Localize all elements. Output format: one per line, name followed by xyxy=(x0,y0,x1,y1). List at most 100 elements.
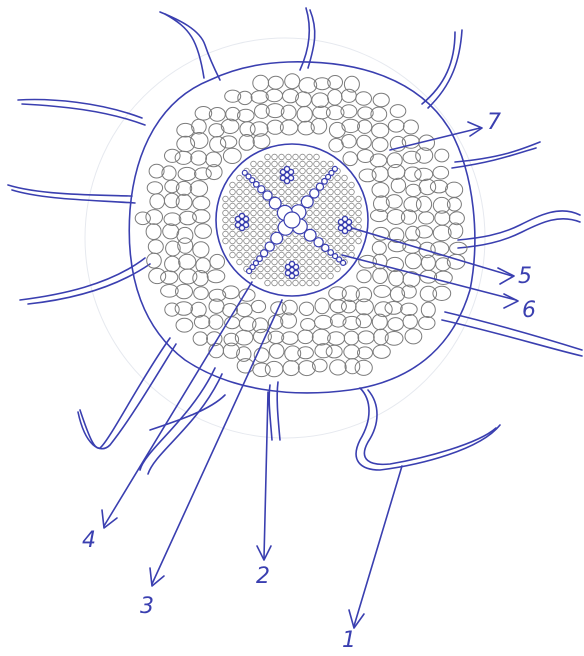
stele-cell xyxy=(321,161,327,167)
stele-cell xyxy=(328,231,334,237)
cortex-cell xyxy=(420,286,436,301)
stele-cell xyxy=(342,238,348,244)
stele-cell xyxy=(314,175,320,181)
stele-cell xyxy=(237,203,243,209)
cortex-cell xyxy=(165,303,179,316)
pointer-line-6 xyxy=(342,255,516,300)
stele-cell xyxy=(307,217,313,223)
cortex-cell xyxy=(356,314,371,328)
stele-cell xyxy=(272,224,278,230)
stele-cell xyxy=(251,231,257,237)
stele-cell xyxy=(251,245,257,251)
cortex-cell xyxy=(315,315,333,329)
stele-cell xyxy=(300,280,306,286)
label-1: 1 xyxy=(342,630,356,652)
stele-cell xyxy=(279,266,285,272)
stele-cell xyxy=(314,280,320,286)
stele-cell xyxy=(258,231,264,237)
stele-cell xyxy=(251,196,257,202)
cortex-cell xyxy=(330,360,347,375)
cortex-cell xyxy=(355,360,372,375)
cortex-cell xyxy=(343,152,357,166)
stele-cell xyxy=(258,210,264,216)
cortex-cell xyxy=(146,210,163,225)
root-hair xyxy=(458,211,580,240)
cortex-cell xyxy=(312,93,329,108)
stele-cell xyxy=(349,196,355,202)
cortex-cell xyxy=(255,104,270,118)
cortex-cell xyxy=(433,286,451,300)
label-5: 5 xyxy=(518,266,532,288)
cortex-cell xyxy=(315,298,329,314)
cortex-cell xyxy=(315,344,332,358)
stele-cell xyxy=(237,231,243,237)
cortex-cell xyxy=(419,317,435,330)
cortex-cell xyxy=(391,178,405,193)
cortex-cell xyxy=(388,120,404,133)
stele-cell xyxy=(321,231,327,237)
stele-cell xyxy=(335,231,341,237)
stele-cell xyxy=(279,182,285,188)
stele-cell xyxy=(307,154,313,160)
cortex-cell xyxy=(328,90,342,106)
stele-cell xyxy=(286,189,292,195)
stele-cell xyxy=(279,154,285,160)
stele-cell xyxy=(272,280,278,286)
phloem-cell xyxy=(239,225,244,230)
stele-cell xyxy=(307,168,313,174)
stele-cell xyxy=(244,231,250,237)
stele-cell xyxy=(328,161,334,167)
cortex-cell xyxy=(403,151,420,163)
stele-cell xyxy=(328,196,334,202)
root-hair xyxy=(80,338,170,448)
cortex-cell xyxy=(329,122,345,137)
stele-cell xyxy=(244,238,250,244)
cortex-cell xyxy=(301,319,315,331)
stele-cell xyxy=(251,224,257,230)
stele-cell xyxy=(244,203,250,209)
stele-cell xyxy=(314,203,320,209)
cortex-cell xyxy=(253,75,269,90)
root-hair xyxy=(442,320,582,356)
cortex-cell xyxy=(401,210,416,224)
cortex-cell xyxy=(190,181,207,197)
cortex-cell xyxy=(342,119,360,132)
cortex-cell xyxy=(357,135,371,149)
stele-cell xyxy=(335,210,341,216)
stele-cell xyxy=(328,217,334,223)
stele-cell xyxy=(342,203,348,209)
stele-cell xyxy=(265,266,271,272)
stele-cell xyxy=(223,238,229,244)
cortex-cell xyxy=(146,224,161,240)
cortex-cell xyxy=(446,182,463,197)
cortex-cell xyxy=(403,315,417,329)
cortex-cell xyxy=(149,268,166,283)
stele-cell xyxy=(335,189,341,195)
stele-cell xyxy=(356,238,362,244)
cortex-cell xyxy=(385,302,402,315)
stele-cell xyxy=(349,203,355,209)
cortex-cell xyxy=(342,286,359,302)
root-hair xyxy=(458,219,580,248)
stele-cell xyxy=(335,182,341,188)
cortex-cell xyxy=(283,361,299,376)
stele-cell xyxy=(286,280,292,286)
stele-cell xyxy=(321,252,327,258)
stele-cell xyxy=(258,266,264,272)
cortex-cell xyxy=(372,166,388,181)
stele-cell xyxy=(307,210,313,216)
stele-cell xyxy=(300,189,306,195)
stele-cell xyxy=(230,182,236,188)
phloem-cell xyxy=(342,228,347,233)
stele-cell xyxy=(307,182,313,188)
stele-cell xyxy=(300,168,306,174)
stele-cell xyxy=(300,182,306,188)
xylem-vessel xyxy=(341,260,346,265)
stele-cell xyxy=(272,175,278,181)
stele-cell xyxy=(244,252,250,258)
stele-cell xyxy=(342,182,348,188)
cortex-cell xyxy=(193,242,209,258)
cortex-cell xyxy=(207,270,225,283)
stele-cell xyxy=(307,259,313,265)
